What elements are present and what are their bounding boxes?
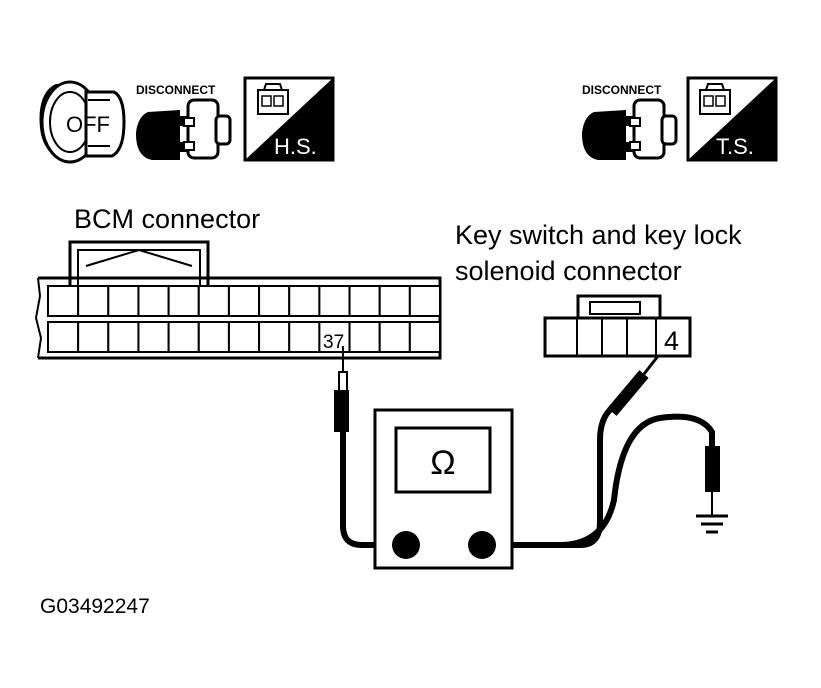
disconnect-label-left: DISCONNECT	[136, 83, 216, 97]
ignition-off-icon: OFF	[39, 80, 126, 164]
bcm-cavity	[107, 285, 140, 317]
bcm-cavity	[348, 321, 381, 353]
bcm-cavity	[77, 321, 110, 353]
bcm-cavity	[288, 321, 321, 353]
bcm-cavity	[378, 321, 411, 353]
bcm-cavity	[227, 321, 261, 353]
connector-terminal-icon	[699, 83, 731, 115]
bcm-cavity	[318, 285, 351, 317]
key-switch-connector-label-line1: Key switch and key lock	[455, 220, 742, 250]
ohm-symbol: Ω	[430, 444, 455, 482]
bcm-pin-37-label: 37	[323, 332, 344, 353]
bcm-cavity	[378, 285, 411, 317]
bcm-cavity	[167, 321, 200, 353]
bcm-cavity	[197, 285, 230, 317]
key-switch-connector: 4	[543, 294, 692, 358]
bcm-cavity	[408, 285, 442, 317]
bcm-cavity	[137, 285, 170, 317]
bcm-connector: 37	[34, 240, 442, 360]
key-switch-pin-4-label: 4	[664, 326, 679, 356]
bcm-cavity	[348, 285, 381, 317]
bcm-cavity	[107, 321, 140, 353]
bcm-cavity	[318, 321, 351, 353]
disconnect-connector-icon-right: DISCONNECT	[582, 83, 678, 160]
bcm-cavity	[258, 321, 291, 353]
bcm-cavity	[197, 321, 230, 353]
ignition-off-label: OFF	[66, 112, 110, 137]
bcm-cavity	[47, 321, 80, 353]
probe-wires	[334, 346, 720, 548]
bcm-connector-cavities	[47, 285, 442, 353]
terminal-side-badge: T.S.	[686, 76, 778, 162]
harness-side-badge: H.S.	[243, 76, 335, 162]
figure-code: G03492247	[40, 595, 150, 618]
bcm-connector-label: BCM connector	[74, 204, 260, 234]
meter-terminal-left	[392, 531, 420, 559]
bcm-cavity	[408, 321, 442, 353]
bcm-cavity	[288, 285, 321, 317]
ground-symbol-icon	[696, 514, 728, 534]
bcm-cavity	[258, 285, 291, 317]
meter-terminal-right	[468, 531, 496, 559]
bcm-cavity	[227, 285, 261, 317]
disconnect-label-right: DISCONNECT	[582, 83, 662, 97]
terminal-side-label: T.S.	[716, 134, 754, 159]
disconnect-connector-icon-left: DISCONNECT	[136, 83, 232, 160]
bcm-cavity	[47, 285, 80, 317]
key-switch-connector-label-line2: solenoid connector	[455, 256, 682, 286]
harness-side-label: H.S.	[274, 134, 317, 159]
connector-terminal-icon	[257, 83, 289, 115]
bcm-cavity	[167, 285, 200, 317]
ohmmeter-icon: Ω	[373, 408, 514, 570]
bcm-cavity	[137, 321, 170, 353]
bcm-cavity	[77, 285, 110, 317]
